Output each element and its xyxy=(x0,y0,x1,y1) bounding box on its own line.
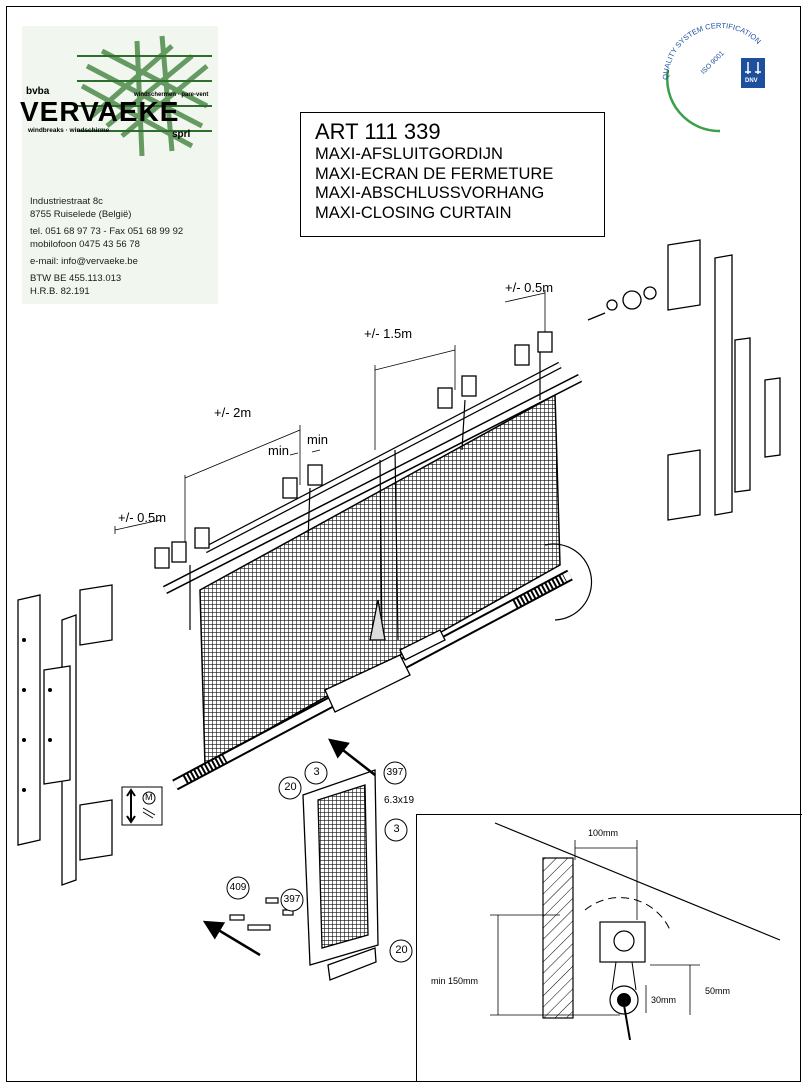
curtain-mesh-panel xyxy=(199,393,561,767)
inset-dim-100mm: 100mm xyxy=(588,828,619,838)
inset-frame xyxy=(416,814,802,1082)
right-end-fittings xyxy=(587,286,657,321)
dim-min-2: min xyxy=(307,432,328,447)
dim-min-1: min xyxy=(268,443,289,458)
dim-05m-left: +/- 0.5m xyxy=(118,510,167,525)
left-plate-holes xyxy=(22,638,52,792)
top-rail-tube xyxy=(162,361,583,595)
title-german: MAXI-ABSCHLUSSVORHANG xyxy=(315,184,545,202)
curtain-cables xyxy=(189,352,541,641)
article-number: ART 111 339 xyxy=(315,119,441,144)
tel-line: tel. 051 68 97 73 - Fax 051 68 99 92 xyxy=(30,226,184,237)
address-line: Industriestraat 8c xyxy=(30,196,103,207)
title-block: ART 111 339 MAXI-AFSLUITGORDIJN MAXI-ECR… xyxy=(300,112,605,237)
locking-handle-unit xyxy=(324,599,446,713)
drawing-frame xyxy=(6,6,801,1082)
inset-dim-min150mm: min 150mm xyxy=(431,976,479,986)
callout-3-right: 3 xyxy=(393,823,400,835)
legal-form: bvba xyxy=(26,86,50,97)
detail-magnifier-circle xyxy=(544,543,593,621)
company-logo-block: bvba VERVAEKE windschermen · pare-vent w… xyxy=(20,26,218,304)
windbreak-mesh-logo xyxy=(77,35,212,157)
callout-20-top: 20 xyxy=(284,781,297,793)
company-suffix: sprl xyxy=(172,129,191,140)
inset-dim-30mm: 30mm xyxy=(651,995,677,1005)
vat-line: BTW BE 455.113.013 xyxy=(30,273,122,284)
inset-dim-50mm: 50mm xyxy=(705,986,731,996)
callout-20-bottom: 20 xyxy=(395,944,408,956)
motor-m-label: M xyxy=(145,792,153,802)
hrb-line: H.R.B. 82.191 xyxy=(30,286,90,297)
company-name: VERVAEKE xyxy=(20,96,180,127)
email-line: e-mail: info@vervaeke.be xyxy=(30,256,138,267)
direction-arrow-top xyxy=(328,738,376,776)
direction-arrow-bottom xyxy=(202,920,261,957)
city-line: 8755 Ruiselede (België) xyxy=(30,209,132,220)
right-wall-post xyxy=(667,239,781,521)
company-tagline-bottom: windbreaks · windschirme xyxy=(28,127,110,134)
callout-409: 409 xyxy=(229,882,247,893)
inset-mounting-detail xyxy=(490,822,781,1041)
company-tagline-top: windschermen · pare-vent xyxy=(134,92,209,98)
screw-size-label: 6.3x19 xyxy=(384,795,415,806)
title-english: MAXI-CLOSING CURTAIN xyxy=(315,203,512,222)
callout-circles xyxy=(226,761,413,963)
mobile-line: mobilofoon 0475 43 56 78 xyxy=(30,239,140,250)
rail-carriages xyxy=(154,331,553,569)
callout-3-top: 3 xyxy=(313,766,320,778)
callout-397-mid: 397 xyxy=(283,894,301,905)
left-wall-post xyxy=(17,584,113,886)
dim-2m: +/- 2m xyxy=(214,405,252,420)
callout-397-top: 397 xyxy=(386,767,404,778)
title-dutch: MAXI-AFSLUITGORDIJN xyxy=(315,145,503,163)
title-french: MAXI-ECRAN DE FERMETURE xyxy=(315,164,554,183)
motor-symbol-box xyxy=(121,786,163,826)
exploded-side-panel xyxy=(302,769,379,981)
dim-05m-right: +/- 0.5m xyxy=(505,280,554,295)
dim-15m: +/- 1.5m xyxy=(364,326,413,341)
